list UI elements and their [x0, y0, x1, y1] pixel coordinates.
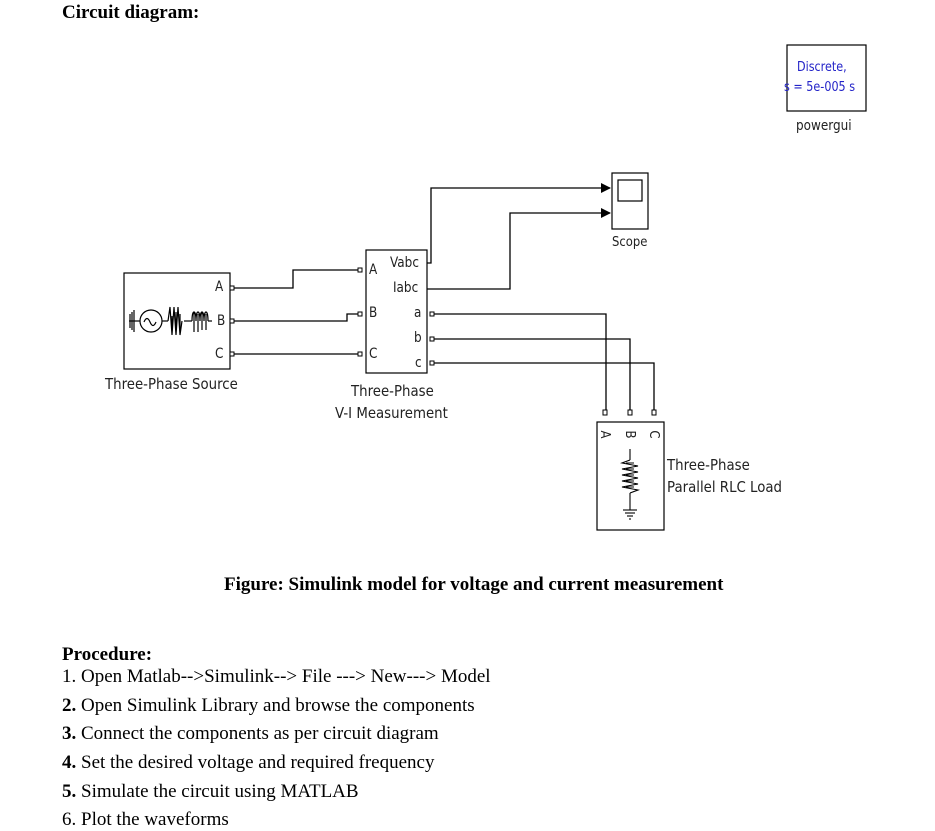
procedure-step: 4. Set the desired voltage and required … — [62, 752, 434, 774]
vi-in-port-b: B — [369, 305, 378, 321]
step-number: 6. — [62, 809, 77, 830]
procedure-step: 5. Simulate the circuit using MATLAB — [62, 781, 359, 803]
procedure-step: 1. Open Matlab-->Simulink--> File ---> N… — [62, 666, 491, 688]
step-text: Set the desired voltage and required fre… — [76, 752, 435, 773]
step-number: 3. — [62, 723, 77, 744]
powergui-line1: Discrete, — [797, 60, 847, 75]
powergui-block[interactable] — [786, 44, 867, 112]
vi-out-port-iabc: Iabc — [393, 280, 419, 296]
rlc-load-block[interactable] — [596, 409, 665, 531]
wire-vabc-scope — [427, 183, 611, 264]
vi-out-port-c: c — [415, 355, 422, 371]
section-heading: Circuit diagram: — [62, 2, 200, 23]
load-port-a: A — [596, 430, 612, 439]
step-text: Plot the waveforms — [76, 809, 229, 830]
vi-out-port-a: a — [414, 305, 422, 321]
load-label-line1: Three-Phase — [667, 456, 750, 474]
powergui-label: powergui — [796, 118, 852, 134]
scope-block[interactable] — [611, 172, 649, 230]
wire-c-load — [434, 362, 655, 410]
step-text: Connect the components as per circuit di… — [76, 723, 439, 744]
figure-caption: Figure: Simulink model for voltage and c… — [224, 574, 724, 595]
source-port-a: A — [215, 279, 224, 295]
procedure-step-clipped: 6. Plot the waveforms — [62, 809, 229, 831]
vi-out-port-b: b — [414, 330, 422, 346]
rlc-load-icon — [619, 449, 641, 520]
vi-in-port-c: C — [369, 346, 378, 362]
step-number: 2. — [62, 695, 77, 716]
vi-in-port-a: A — [369, 262, 378, 278]
vi-label-line1: Three-Phase — [351, 382, 434, 400]
scope-label: Scope — [612, 234, 648, 250]
source-port-c: C — [215, 346, 224, 362]
step-number: 1. — [62, 666, 77, 687]
scope-icon — [617, 179, 643, 202]
load-port-c: C — [646, 430, 662, 439]
load-port-b: B — [621, 430, 637, 439]
wire-iabc-scope — [427, 208, 611, 290]
step-text: Simulate the circuit using MATLAB — [76, 781, 359, 802]
wire-source-b — [234, 313, 358, 322]
source-label: Three-Phase Source — [105, 375, 238, 393]
procedure-step: 2. Open Simulink Library and browse the … — [62, 695, 475, 717]
procedure-title: Procedure: — [62, 644, 153, 665]
wire-a-load — [434, 313, 607, 410]
load-label-line2: Parallel RLC Load — [667, 478, 783, 496]
step-number: 5. — [62, 781, 77, 802]
three-phase-source-icon — [129, 306, 212, 336]
wire-source-a — [234, 269, 358, 289]
procedure-step: 3. Connect the components as per circuit… — [62, 723, 439, 745]
step-text: Open Simulink Library and browse the com… — [76, 695, 475, 716]
step-number: 4. — [62, 752, 77, 773]
powergui-line2: s = 5e-005 s — [784, 80, 856, 95]
wire-b-load — [434, 338, 631, 410]
vi-out-port-vabc: Vabc — [390, 255, 419, 271]
wires — [234, 183, 655, 410]
step-text: Open Matlab-->Simulink--> File ---> New-… — [76, 666, 491, 687]
source-port-b: B — [217, 313, 226, 329]
vi-label-line2: V-I Measurement — [335, 404, 448, 422]
